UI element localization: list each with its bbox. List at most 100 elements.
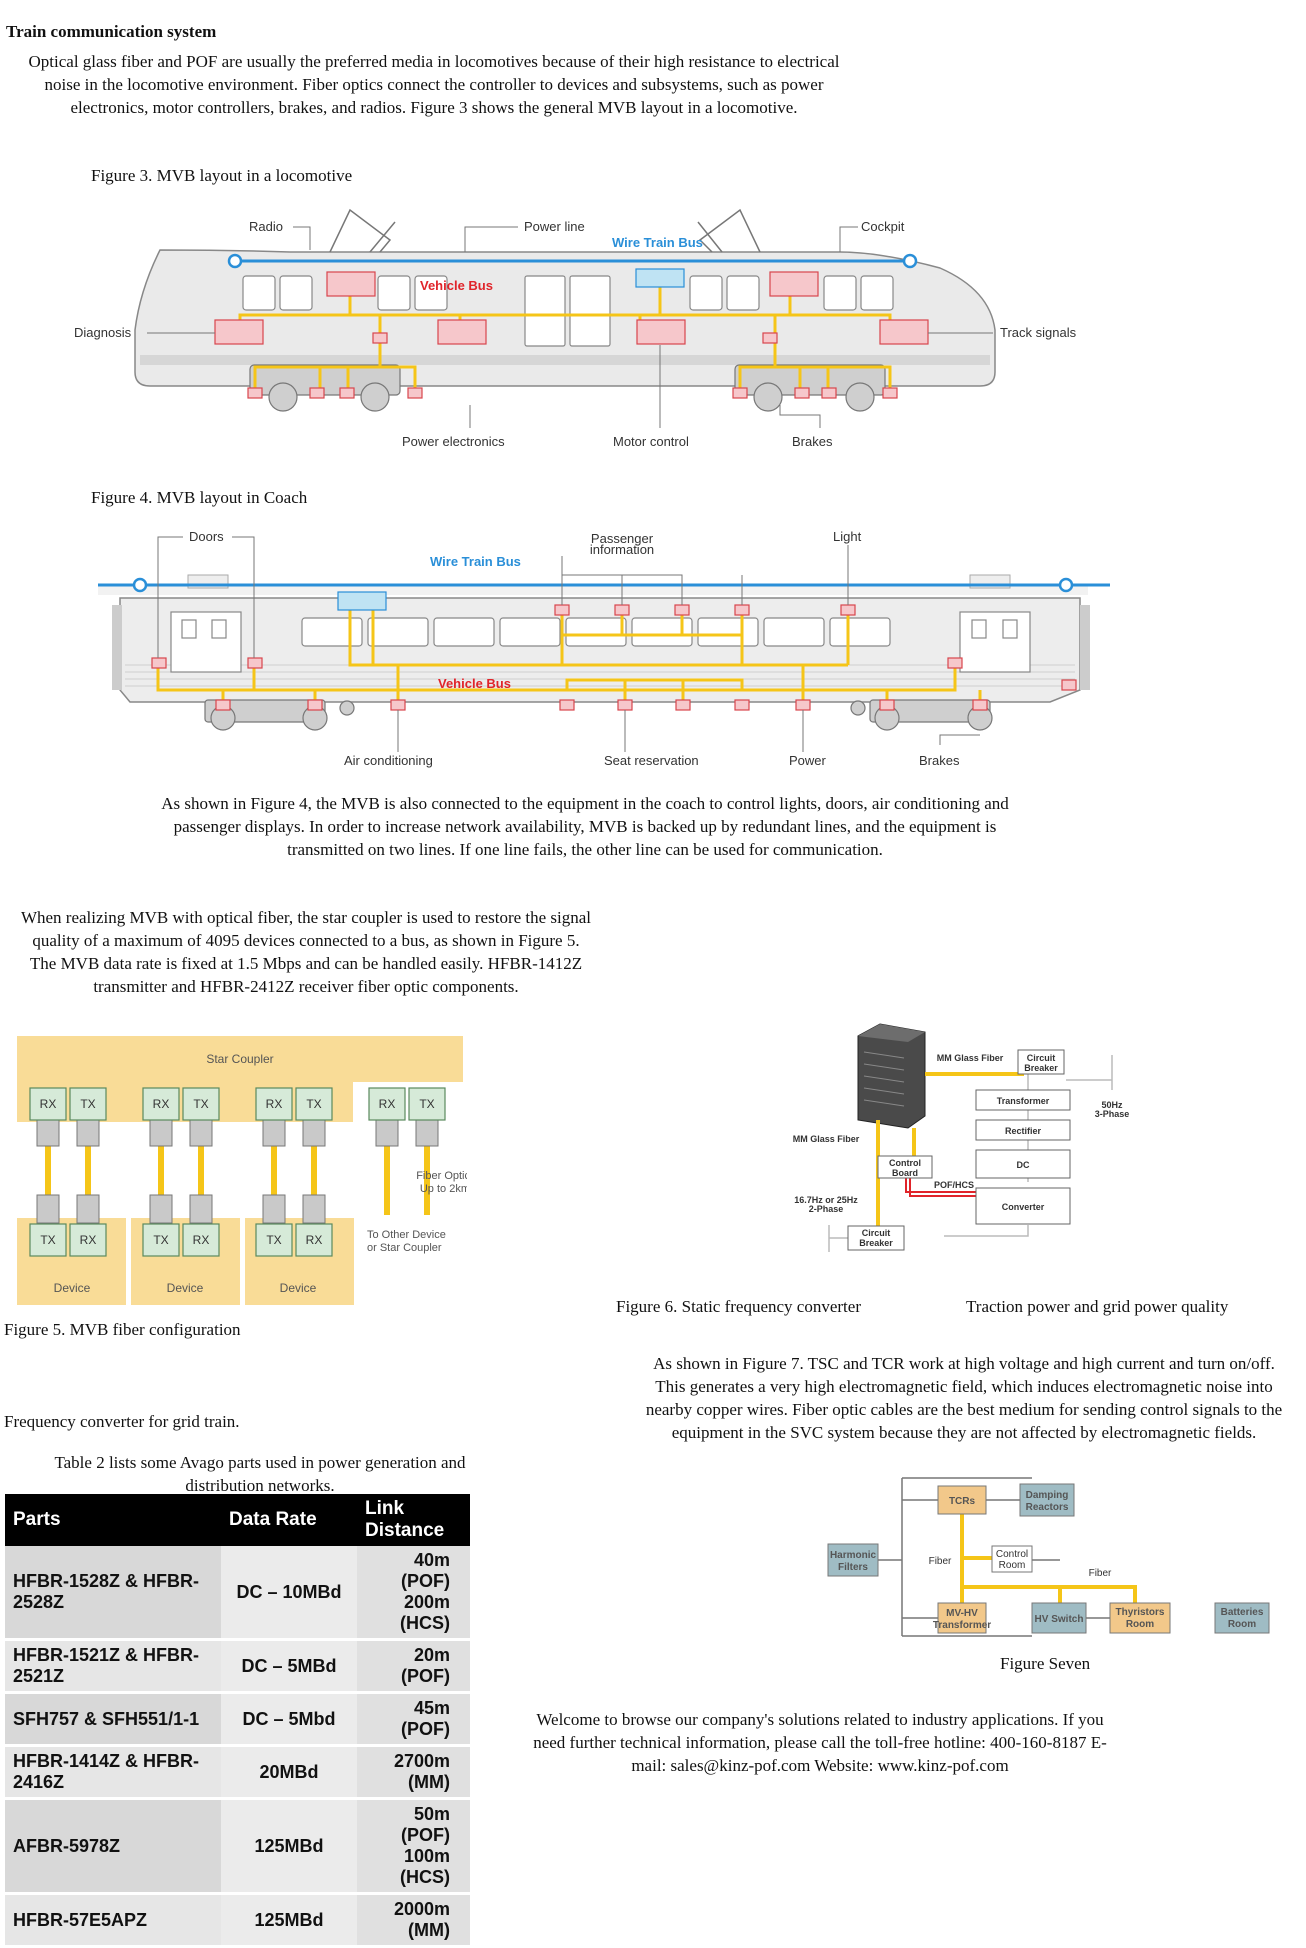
- damping-label-2: Reactors: [1026, 1502, 1069, 1513]
- control-board-label-1: Control: [889, 1158, 921, 1168]
- harmonic-label-1: Harmonic: [830, 1550, 877, 1561]
- tx-label: TX: [193, 1097, 208, 1111]
- hz50-label-2: 3-Phase: [1095, 1109, 1130, 1119]
- fiber-right-label: Fiber: [1089, 1568, 1112, 1579]
- dc-label: DC: [1017, 1160, 1030, 1170]
- cell-distance: 50m (POF)100m (HCS): [357, 1798, 470, 1895]
- air-conditioning-label: Air conditioning: [344, 753, 433, 768]
- circuit-breaker-bottom-1: Circuit: [862, 1228, 891, 1238]
- passenger-info-label-2: information: [590, 542, 654, 557]
- control-room-label-1: Control: [996, 1549, 1028, 1560]
- star-coupler-paragraph: When realizing MVB with optical fiber, t…: [20, 908, 592, 996]
- control-board-label-2: Board: [892, 1168, 918, 1178]
- rx-label: RX: [306, 1233, 323, 1247]
- rx-label: RX: [80, 1233, 97, 1247]
- batteries-label-2: Room: [1228, 1619, 1256, 1630]
- fig4-caption: Figure 4. MVB layout in Coach: [91, 488, 308, 507]
- cell-parts: AFBR-5978Z: [5, 1798, 221, 1895]
- fig6-side-caption: Traction power and grid power quality: [966, 1297, 1229, 1316]
- fig4-coach-diagram: Doors Passenger information Light Wire T…: [98, 529, 1110, 768]
- pof-hcs-label: POF/HCS: [934, 1180, 974, 1190]
- device-label: Device: [167, 1281, 204, 1295]
- intro-paragraph: Optical glass fiber and POF are usually …: [28, 52, 840, 117]
- brakes-label: Brakes: [792, 434, 833, 449]
- fig7-svc-diagram: TCRs Damping Reactors Harmonic Filters F…: [827, 1477, 1270, 1637]
- rx-label: RX: [379, 1097, 396, 1111]
- cell-distance: 20m (POF): [357, 1639, 470, 1694]
- coach-brakes-label: Brakes: [919, 753, 960, 768]
- fig5-fiber-config-diagram: Star Coupler RX TX RX TX RX TX RX TX TX RX TX…: [17, 1036, 467, 1305]
- cell-parts: HFBR-1528Z & HFBR-2528Z: [5, 1546, 221, 1641]
- device-label: Device: [54, 1281, 91, 1295]
- parts-table: Parts Data Rate Link Distance HFBR-1528Z…: [5, 1494, 470, 1948]
- freq-converter-text: Frequency converter for grid train.: [4, 1412, 240, 1431]
- tcrs-label: TCRs: [949, 1496, 976, 1507]
- power-label: Power: [789, 753, 827, 768]
- coach-wire-train-bus-label: Wire Train Bus: [430, 554, 521, 569]
- cell-parts: HFBR-1414Z & HFBR-2416Z: [5, 1745, 221, 1800]
- harmonic-label-2: Filters: [838, 1562, 868, 1573]
- rx-label: RX: [266, 1097, 283, 1111]
- table-row: SFH757 & SFH551/1-1 DC – 5Mbd 45m (POF): [5, 1692, 470, 1747]
- circuit-breaker-top-1: Circuit: [1027, 1053, 1056, 1063]
- tx-label: TX: [306, 1097, 321, 1111]
- table-row: HFBR-1521Z & HFBR-2521Z DC – 5MBd 20m (P…: [5, 1639, 470, 1694]
- power-line-label: Power line: [524, 219, 585, 234]
- table-row: HFBR-1528Z & HFBR-2528Z DC – 10MBd 40m (…: [5, 1546, 470, 1641]
- hz50-label-1: 50Hz: [1101, 1100, 1123, 1110]
- circuit-breaker-top-2: Breaker: [1024, 1063, 1058, 1073]
- rx-label: RX: [40, 1097, 57, 1111]
- coach-vehicle-bus-label: Vehicle Bus: [438, 676, 511, 691]
- rx-label: RX: [193, 1233, 210, 1247]
- damping-label-1: Damping: [1026, 1490, 1069, 1501]
- thyristors-label-1: Thyristors: [1116, 1607, 1165, 1618]
- cell-distance: 40m (POF)200m (HCS): [357, 1546, 470, 1641]
- star-coupler-label: Star Coupler: [206, 1052, 273, 1066]
- tx-label: TX: [266, 1233, 281, 1247]
- passenger-info-label-1: Passenger: [591, 531, 654, 546]
- fiber-optic-label-2: Up to 2km: [420, 1183, 467, 1195]
- doors-label: Doors: [189, 529, 224, 544]
- cell-parts: SFH757 & SFH551/1-1: [5, 1692, 221, 1747]
- fig3-caption: Figure 3. MVB layout in a locomotive: [91, 166, 353, 185]
- table-intro: Table 2 lists some Avago parts used in p…: [54, 1453, 466, 1495]
- radio-label: Radio: [249, 219, 283, 234]
- fig4-paragraph: As shown in Figure 4, the MVB is also co…: [161, 794, 1009, 859]
- converter-label: Converter: [1002, 1202, 1045, 1212]
- cell-rate: DC – 5MBd: [221, 1639, 357, 1694]
- tx-label: TX: [153, 1233, 168, 1247]
- tx-label: TX: [419, 1097, 434, 1111]
- other-device-label-2: or Star Coupler: [367, 1242, 442, 1254]
- col-data-rate: Data Rate: [221, 1494, 357, 1546]
- cell-rate: 125MBd: [221, 1798, 357, 1895]
- table-row: HFBR-1414Z & HFBR-2416Z 20MBd 2700m (MM): [5, 1745, 470, 1800]
- transformer-label: Transformer: [997, 1096, 1050, 1106]
- page-heading: Train communication system: [6, 22, 217, 41]
- circuit-breaker-bottom-2: Breaker: [859, 1238, 893, 1248]
- track-signals-label: Track signals: [1000, 325, 1077, 340]
- mvhv-label-1: MV-HV: [946, 1608, 978, 1619]
- cell-rate: DC – 5Mbd: [221, 1692, 357, 1747]
- tx-label: TX: [40, 1233, 55, 1247]
- fig3-locomotive-diagram: Radio Power line Wire Train Bus Cockpit …: [74, 208, 1077, 449]
- table-row: AFBR-5978Z 125MBd 50m (POF)100m (HCS): [5, 1798, 470, 1895]
- batteries-label-1: Batteries: [1221, 1607, 1264, 1618]
- fig7-caption: Figure Seven: [1000, 1654, 1091, 1673]
- cell-distance: 45m (POF): [357, 1692, 470, 1747]
- cell-parts: HFBR-1521Z & HFBR-2521Z: [5, 1639, 221, 1694]
- hz16-label-1: 16.7Hz or 25Hz: [794, 1195, 858, 1205]
- cockpit-label: Cockpit: [861, 219, 905, 234]
- fiber-optic-label-1: Fiber Optic: [416, 1170, 467, 1182]
- cell-parts: HFBR-57E5APZ: [5, 1893, 221, 1948]
- fig6-converter-diagram: MM Glass Fiber MM Glass Fiber Circuit Br…: [793, 1023, 1130, 1252]
- cell-distance: 2700m (MM): [357, 1745, 470, 1800]
- rx-label: RX: [153, 1097, 170, 1111]
- thyristors-label-2: Room: [1126, 1619, 1154, 1630]
- cell-rate: DC – 10MBd: [221, 1546, 357, 1641]
- col-parts: Parts: [5, 1494, 221, 1546]
- footer-contact: Welcome to browse our company's solution…: [533, 1710, 1107, 1775]
- cell-distance: 2000m (MM): [357, 1893, 470, 1948]
- fiber-left-label: Fiber: [929, 1556, 952, 1567]
- wire-train-bus-label: Wire Train Bus: [612, 235, 703, 250]
- mm-glass-fiber-left-label: MM Glass Fiber: [793, 1134, 860, 1144]
